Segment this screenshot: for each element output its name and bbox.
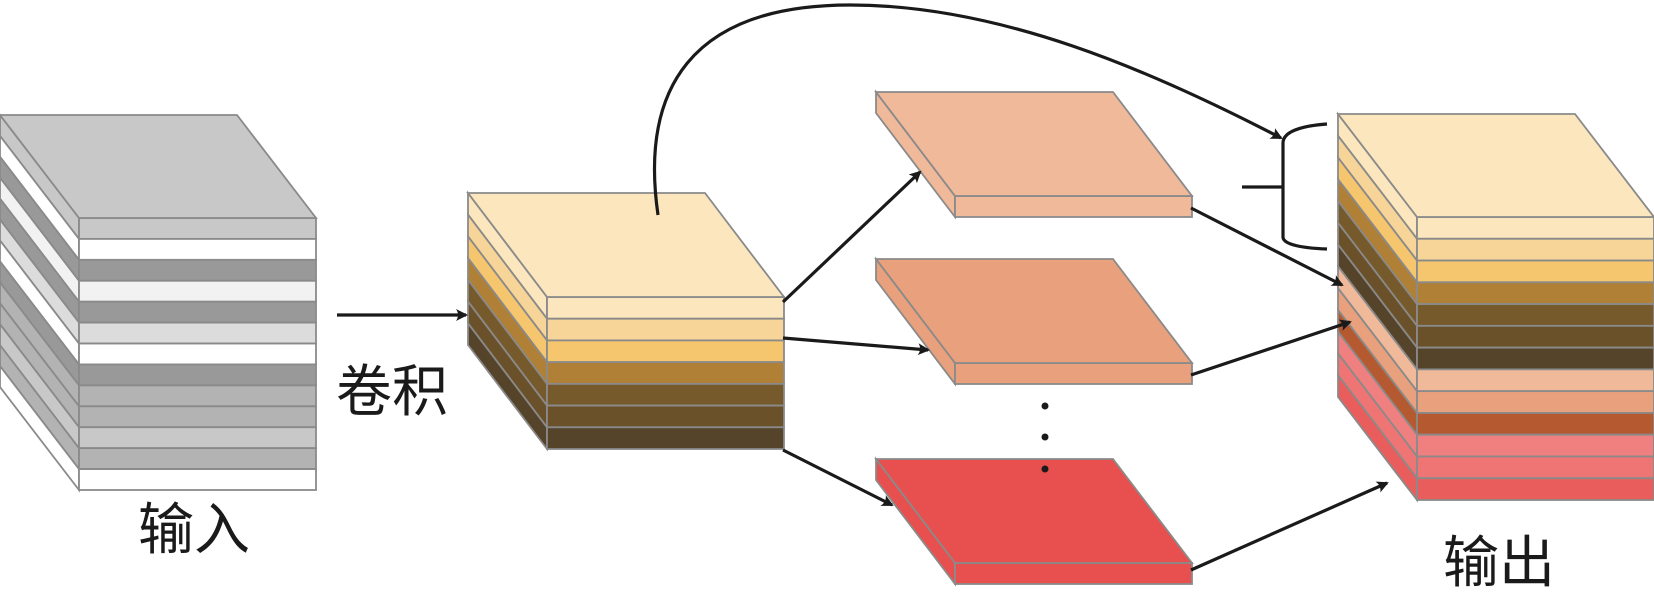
output-stack-top-face bbox=[1336, 113, 1654, 218]
branch-plate-1-top-face bbox=[874, 91, 1194, 197]
output-stack bbox=[1336, 111, 1654, 503]
output-stack-layer-front bbox=[1416, 216, 1654, 240]
conv-stack-layer-front bbox=[546, 361, 785, 385]
output-stack-layer-front bbox=[1416, 324, 1654, 349]
input-stack-layer-front bbox=[78, 447, 317, 470]
conv-to-branch1-arrow bbox=[781, 170, 922, 304]
input-stack-top-face bbox=[0, 114, 318, 219]
output-stack-layer-front bbox=[1416, 346, 1654, 371]
branch-plate-3-top-face bbox=[874, 458, 1194, 564]
input-stack-layer-front bbox=[78, 342, 317, 366]
conv-stack-layer-front bbox=[546, 339, 785, 364]
output-stack-layer-front bbox=[1416, 303, 1654, 327]
output-stack-layer-front bbox=[1416, 281, 1654, 305]
input-stack-layer-front bbox=[78, 426, 317, 450]
input-stack-layer-front bbox=[78, 217, 317, 240]
branch-plate-3-layer-front bbox=[954, 562, 1193, 585]
branch2-to-output-arrow bbox=[1190, 319, 1352, 377]
input-stack-layer-front bbox=[78, 363, 317, 387]
conv-stack-layer-front bbox=[546, 404, 785, 429]
conv-stack-layer-front bbox=[546, 317, 785, 342]
branch1-to-output-arrow bbox=[1190, 206, 1344, 287]
output-stack-layer-front bbox=[1416, 368, 1654, 393]
input-stack-layer-front bbox=[78, 300, 317, 324]
conv-stack-layer-front bbox=[546, 382, 785, 407]
output-stack-layer-front bbox=[1416, 433, 1654, 458]
output-stack-layer-front bbox=[1416, 412, 1654, 436]
conv-stack-layer-front bbox=[546, 426, 785, 450]
conv-stack-top-face bbox=[466, 192, 786, 298]
ellipsis-dot bbox=[1041, 465, 1049, 473]
input-stack-layer-front bbox=[78, 238, 317, 261]
input-stack-layer-front bbox=[78, 321, 317, 345]
input-stack bbox=[0, 113, 318, 493]
ellipsis-dot bbox=[1041, 402, 1049, 410]
output-stack-layer-front bbox=[1416, 477, 1654, 501]
input-stack-layer-front bbox=[78, 405, 317, 429]
output-label: 输出 bbox=[1443, 531, 1555, 596]
conv-stack-layer-front bbox=[546, 296, 785, 320]
output-stack-layer-front bbox=[1416, 455, 1654, 480]
ellipsis-dot bbox=[1041, 433, 1049, 441]
branch-plate-2-top-face bbox=[874, 258, 1194, 364]
branch-plate-2 bbox=[874, 256, 1194, 387]
convolution-label: 卷积 bbox=[336, 360, 448, 425]
output-stack-layer-front bbox=[1416, 390, 1654, 414]
input-stack-layer-front bbox=[78, 279, 317, 303]
branch3-to-output-arrow bbox=[1190, 481, 1389, 572]
skip-connection-arrow bbox=[653, 3, 1283, 216]
branch-plate-1-layer-front bbox=[954, 195, 1193, 218]
conv-stack bbox=[466, 190, 786, 452]
branch-plate-1 bbox=[874, 89, 1194, 220]
input-stack-layer-front bbox=[78, 468, 317, 491]
concat-bracket bbox=[1281, 122, 1328, 251]
output-stack-layer-front bbox=[1416, 237, 1654, 262]
input-label: 输入 bbox=[138, 498, 250, 563]
branch-plate-2-layer-front bbox=[954, 362, 1193, 385]
conv-to-branch3-arrow bbox=[782, 448, 894, 507]
input-stack-layer-front bbox=[78, 258, 317, 282]
output-stack-layer-front bbox=[1416, 259, 1654, 284]
branch-plate-3 bbox=[874, 456, 1194, 587]
input-stack-layer-front bbox=[78, 384, 317, 408]
conv-to-branch2-arrow bbox=[782, 336, 930, 356]
